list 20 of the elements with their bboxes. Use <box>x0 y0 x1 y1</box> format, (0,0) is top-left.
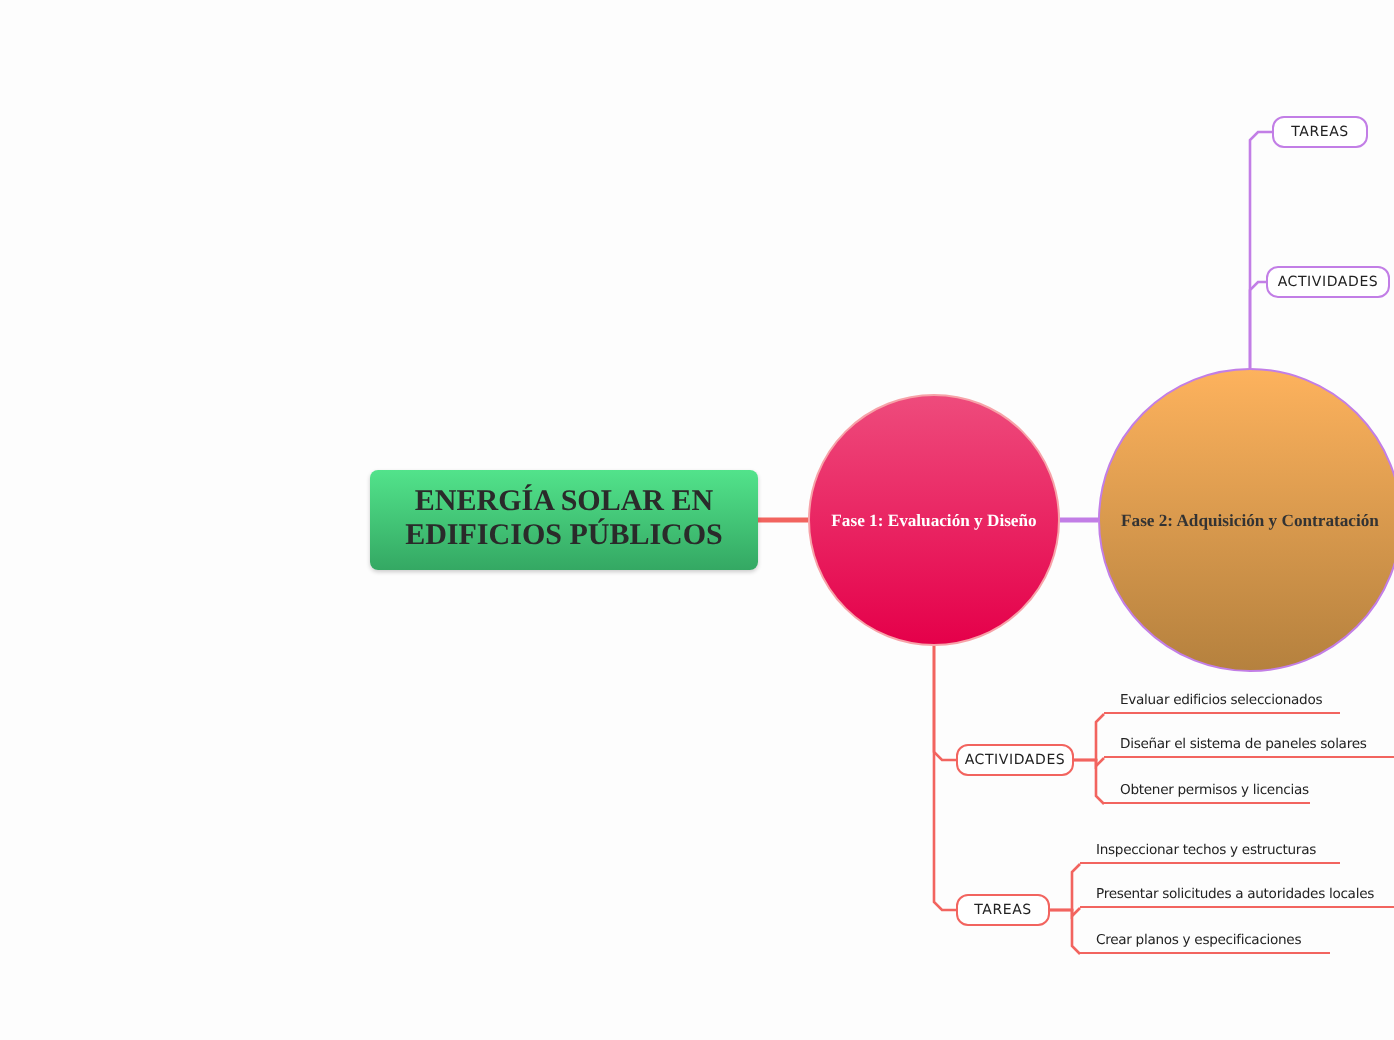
node-text: Fase 2: Adquisición y Contratación <box>1121 510 1379 530</box>
connector-line <box>1050 908 1082 956</box>
list-item <box>1104 732 1394 758</box>
title-box <box>370 470 758 570</box>
list-item <box>1080 838 1340 864</box>
branch-label-box <box>956 894 1050 926</box>
list-item <box>1080 882 1394 908</box>
node-text: Fase 1: Evaluación y Diseño <box>831 510 1037 530</box>
connector-line <box>758 517 808 523</box>
branch-label-box <box>1272 116 1368 148</box>
connector-line <box>1074 758 1106 806</box>
connector-line <box>932 646 956 912</box>
list-item <box>1104 688 1340 714</box>
connector-line <box>1248 280 1266 368</box>
branch-label-box <box>956 744 1074 776</box>
connector-line <box>1060 517 1098 523</box>
list-item <box>1080 928 1330 954</box>
branch-label-box <box>1266 266 1390 298</box>
node-text: ENERGÍA SOLAR EN EDIFICIOS PÚBLICOS <box>403 485 725 555</box>
list-item <box>1104 778 1310 804</box>
